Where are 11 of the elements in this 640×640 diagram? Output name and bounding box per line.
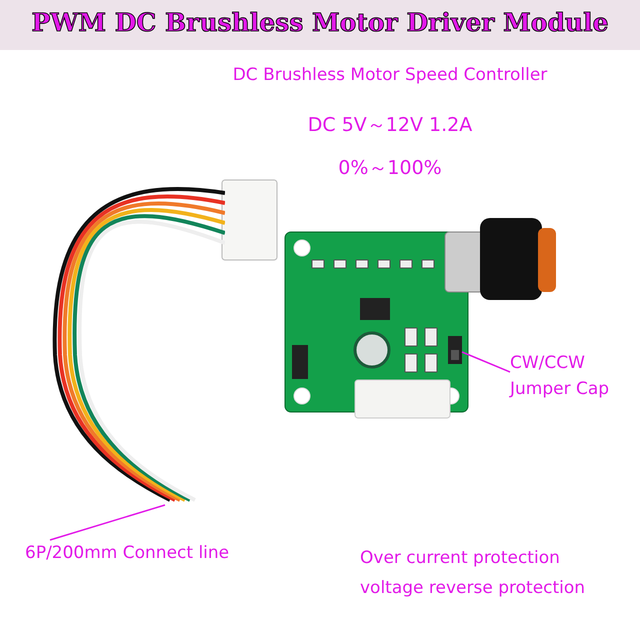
title: PWM DC Brushless Motor Driver Module [30,8,610,37]
jumper-cap-drawing [448,336,462,364]
leader-line [462,351,510,373]
spec-text: DC 5V～12V 1.2A [306,113,474,138]
spec-text: 0%～100% [337,156,443,181]
spec-text: Over current protection [360,548,560,568]
spec-text: DC Brushless Motor Speed Controller [232,65,548,85]
callout-text: 6P/200mm Connect line [25,540,255,566]
callout-text: CW/CCW Jumper Cap [510,350,630,402]
leader-line [50,504,166,541]
spec-text: voltage reverse protection [360,578,586,598]
